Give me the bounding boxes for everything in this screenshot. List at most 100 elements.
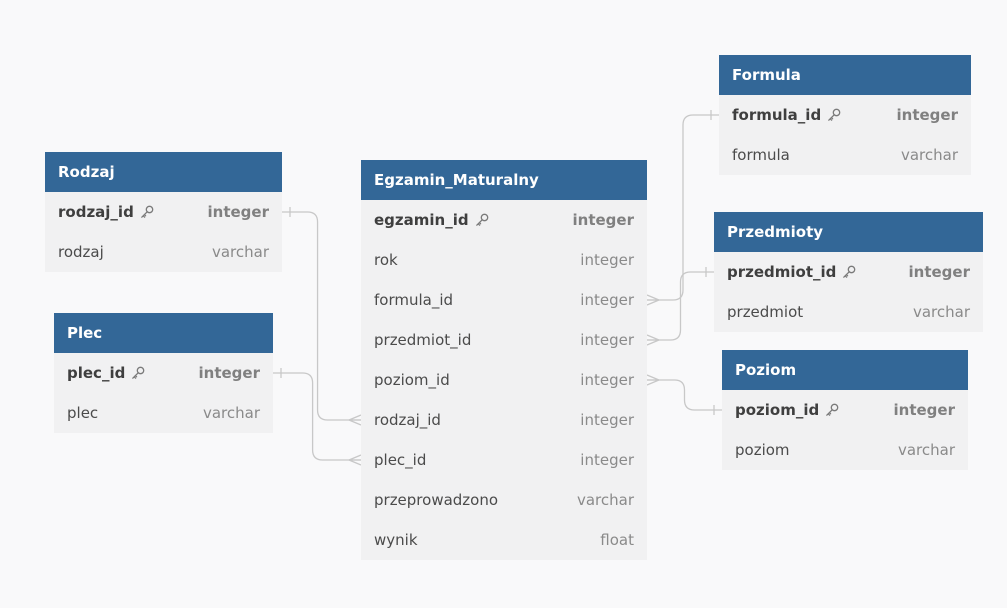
column-row[interactable]: formula varchar — [719, 135, 971, 175]
column-type: varchar — [211, 243, 269, 261]
primary-key-row[interactable]: przedmiot_id integer — [714, 252, 983, 292]
many-marker — [646, 294, 660, 306]
connector-line — [647, 114, 719, 301]
column-name: przeprowadzono — [374, 491, 499, 509]
column-name-group: rodzaj_id — [58, 203, 154, 221]
column-type: integer — [580, 411, 634, 429]
column-type: integer — [908, 263, 970, 281]
primary-key-row[interactable]: formula_id integer — [719, 95, 971, 135]
column-name: wynik — [374, 531, 418, 549]
column-row[interactable]: przeprowadzono varchar — [361, 480, 647, 520]
column-name-group: przeprowadzono — [374, 491, 498, 509]
primary-key-row[interactable]: rodzaj_id integer — [45, 192, 282, 232]
column-name-group: poziom_id — [735, 401, 839, 419]
table-header[interactable]: Plec — [54, 313, 273, 353]
table-plec[interactable]: Plec plec_id integer plec varchar — [54, 313, 273, 433]
column-name: egzamin_id — [374, 211, 469, 229]
column-name: formula_id — [374, 291, 454, 309]
table-header[interactable]: Poziom — [722, 350, 968, 390]
column-type: integer — [580, 331, 634, 349]
column-name-group: rodzaj_id — [374, 411, 441, 429]
many-marker — [348, 414, 362, 426]
column-name: przedmiot_id — [727, 263, 837, 281]
column-row[interactable]: przedmiot_id integer — [361, 320, 647, 360]
column-name: formula_id — [732, 106, 822, 124]
column-type: integer — [580, 251, 634, 269]
many-marker — [646, 334, 660, 346]
column-name-group: przedmiot_id — [727, 263, 856, 281]
primary-key-icon — [132, 366, 145, 379]
table-rodzaj[interactable]: Rodzaj rodzaj_id integer rodzaj varchar — [45, 152, 282, 272]
column-name-group: plec_id — [374, 451, 426, 469]
column-row[interactable]: rok integer — [361, 240, 647, 280]
column-name: plec — [67, 404, 99, 422]
table-header[interactable]: Rodzaj — [45, 152, 282, 192]
table-poziom[interactable]: Poziom poziom_id integer poziom varchar — [722, 350, 968, 470]
table-formula[interactable]: Formula formula_id integer formula varchar — [719, 55, 971, 175]
column-type: varchar — [576, 491, 634, 509]
primary-key-icon — [828, 108, 841, 121]
column-type: varchar — [900, 146, 958, 164]
connector-line — [647, 271, 714, 341]
column-type: integer — [207, 203, 269, 221]
column-name-group: przedmiot_id — [374, 331, 471, 349]
primary-key-row[interactable]: poziom_id integer — [722, 390, 968, 430]
column-name: rodzaj — [58, 243, 104, 261]
table-przedmioty[interactable]: Przedmioty przedmiot_id integer przedmiot va… — [714, 212, 983, 332]
column-name-group: poziom_id — [374, 371, 450, 389]
column-name-group: formula — [732, 146, 790, 164]
table-header[interactable]: Przedmioty — [714, 212, 983, 252]
connector-line — [647, 379, 722, 411]
column-row[interactable]: formula_id integer — [361, 280, 647, 320]
column-type: integer — [572, 211, 634, 229]
column-name: przedmiot — [727, 303, 804, 321]
column-type: varchar — [897, 441, 955, 459]
column-type: float — [600, 531, 634, 549]
column-name: formula — [732, 146, 790, 164]
column-name: rodzaj_id — [58, 203, 134, 221]
column-name-group: rodzaj — [58, 243, 104, 261]
column-type: varchar — [202, 404, 260, 422]
primary-key-row[interactable]: egzamin_id integer — [361, 200, 647, 240]
column-row[interactable]: poziom_id integer — [361, 360, 647, 400]
column-name: poziom — [735, 441, 790, 459]
many-marker — [646, 374, 660, 386]
column-name-group: plec — [67, 404, 98, 422]
column-name-group: egzamin_id — [374, 211, 489, 229]
column-name-group: poziom — [735, 441, 790, 459]
column-row[interactable]: poziom varchar — [722, 430, 968, 470]
column-row[interactable]: plec varchar — [54, 393, 273, 433]
column-name: przedmiot_id — [374, 331, 472, 349]
column-name-group: przedmiot — [727, 303, 803, 321]
column-name: plec_id — [67, 364, 126, 382]
column-row[interactable]: plec_id integer — [361, 440, 647, 480]
column-type: integer — [580, 451, 634, 469]
connector-line — [282, 211, 361, 421]
column-name-group: formula_id — [374, 291, 453, 309]
column-name: poziom_id — [735, 401, 820, 419]
column-name-group: formula_id — [732, 106, 841, 124]
table-header[interactable]: Egzamin_Maturalny — [361, 160, 647, 200]
primary-key-icon — [140, 205, 154, 218]
column-type: integer — [580, 371, 634, 389]
many-marker — [348, 454, 362, 466]
table-header[interactable]: Formula — [719, 55, 971, 95]
column-row[interactable]: rodzaj_id integer — [361, 400, 647, 440]
column-type: integer — [580, 291, 634, 309]
column-type: varchar — [912, 303, 970, 321]
column-row[interactable]: przedmiot varchar — [714, 292, 983, 332]
column-type: integer — [198, 364, 260, 382]
primary-key-row[interactable]: plec_id integer — [54, 353, 273, 393]
connector-line — [273, 372, 361, 461]
primary-key-icon — [826, 403, 839, 416]
column-row[interactable]: rodzaj varchar — [45, 232, 282, 272]
column-name: rodzaj_id — [374, 411, 441, 429]
column-name-group: rok — [374, 251, 398, 269]
column-type: integer — [896, 106, 958, 124]
column-name: poziom_id — [374, 371, 450, 389]
column-row[interactable]: wynik float — [361, 520, 647, 560]
column-type: integer — [893, 401, 955, 419]
